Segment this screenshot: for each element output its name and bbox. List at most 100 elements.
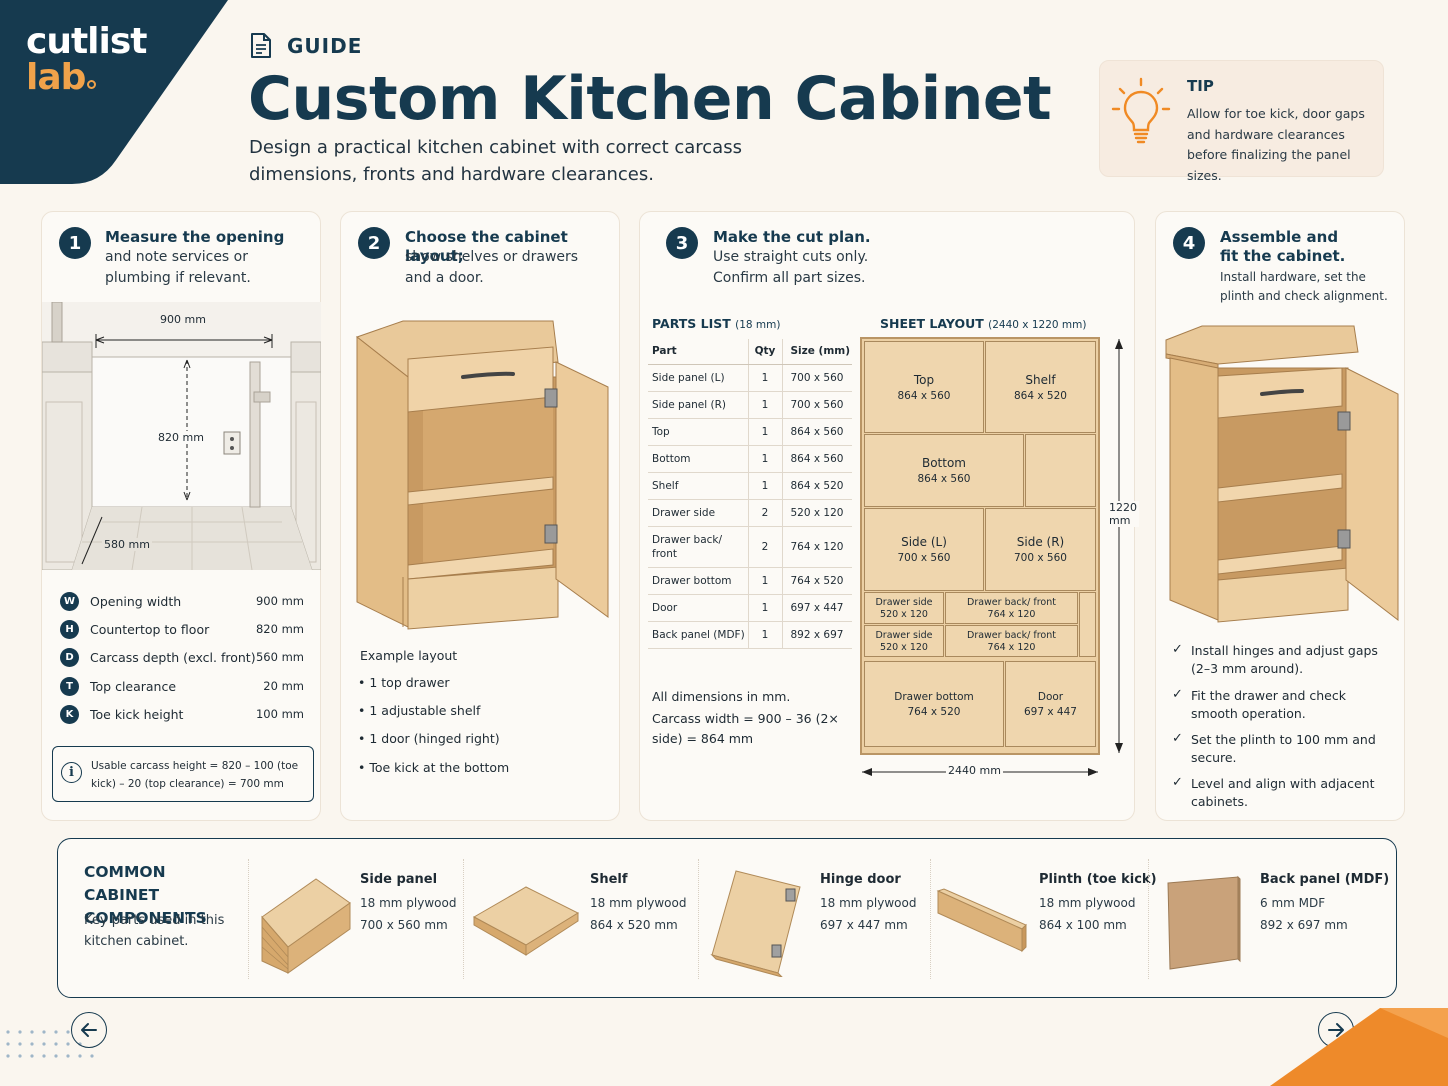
dimensions-note: All dimensions in mm. [652,689,791,704]
component-size: 864 x 100 mm [1039,918,1127,932]
info-icon: i [61,762,82,783]
logo-dot [87,80,97,89]
logo-line-2: lab [26,57,86,98]
divider [248,859,249,979]
spec-badge: D [60,647,79,667]
step-number: 1 [59,227,91,259]
divider [1148,859,1149,979]
step-number: 2 [358,227,390,259]
components-description: Key parts used in this kitchen cabinet. [84,913,225,949]
example-layout-item: • 1 door (hinged right) [358,731,500,746]
tip-box: TIP Allow for toe kick, door gaps and ha… [1099,60,1384,183]
step-subtitle: Install hardware, set the plinth and che… [1220,270,1388,303]
sheet-piece-side-l: Side (L)700 x 560 [864,508,984,591]
spec-badge: T [60,676,79,696]
spec-badge: K [60,704,79,724]
page-subtitle: Design a practical kitchen cabinet with … [249,137,742,185]
cabinet-layout-illustration [355,320,609,630]
page-title: Custom Kitchen Cabinet [248,64,1052,134]
spec-value: 900 mm [255,594,304,608]
sheet-offcut [1079,592,1096,657]
side-panel-image [261,878,351,974]
component-material: 18 mm plywood [590,896,687,910]
previous-button[interactable] [71,1012,107,1048]
table-header-row: Part Qty Size (mm) [648,339,852,365]
step-card-1: 1 Measure the opening and note services … [41,211,321,821]
spec-row: D Carcass depth (excl. front) 560 mm [60,646,304,668]
step-subtitle: Use straight cuts only. Confirm all part… [713,249,869,286]
spec-row: T Top clearance 20 mm [60,675,304,697]
example-layout-item: • Toe kick at the bottom [358,760,510,775]
tip-title: TIP [1187,77,1214,95]
checklist-item: ✓Set the plinth to 100 mm and secure. [1172,731,1376,765]
usable-height-text: Usable carcass height = 820 – 100 (toe k… [91,760,299,790]
check-icon: ✓ [1172,775,1183,790]
brand-logo[interactable]: cutlist lab [26,24,147,102]
opening-illustration [42,302,321,570]
step-card-4: 4 Assemble and fit the cabinet. Install … [1155,211,1405,821]
arrow-left-icon [81,1023,97,1037]
checklist-item: ✓Install hinges and adjust gaps (2–3 mm … [1172,642,1378,676]
components-title: COMMON CABINET COMPONENTS [84,863,207,927]
spec-label: Opening width [90,593,182,609]
component-name: Side panel [360,872,438,887]
divider [698,859,699,979]
components-panel: COMMON CABINET COMPONENTS Key parts used… [57,838,1397,998]
spec-label: Countertop to floor [90,621,210,637]
spec-label: Toe kick height [90,706,184,722]
column-header: Qty [747,339,782,365]
component-size: 697 x 447 mm [820,918,908,932]
spec-label: Carcass depth (excl. front) [90,649,256,665]
plinth-image [936,888,1027,953]
back-panel-image [1167,875,1241,970]
step-subtitle: and note services or plumbing if relevan… [105,249,251,286]
check-icon: ✓ [1172,687,1183,702]
step-title: Choose the cabinet layout; [405,228,568,265]
hinge-door-image [710,870,801,977]
component-material: 18 mm plywood [1039,896,1136,910]
example-layout-item: • 1 top drawer [358,675,450,690]
parts-list-heading: PARTS LIST (18 mm) [652,316,781,331]
shelf-image [472,886,580,956]
component-size: 892 x 697 mm [1260,918,1348,932]
component-material: 18 mm plywood [360,896,457,910]
step-title: Measure the opening [105,228,285,246]
spec-label: Top clearance [90,678,177,694]
spec-value: 560 mm [255,650,304,664]
component-size: 864 x 520 mm [590,918,678,932]
sheet-height-dimension [1115,339,1123,753]
column-header: Size (mm) [781,339,852,365]
step-subtitle: show shelves or drawers and a door. [405,249,579,286]
spec-row: H Countertop to floor 820 mm [60,618,304,640]
logo-background [0,0,228,184]
opening-depth-label: 580 mm [102,538,152,551]
step-title: Make the cut plan. [713,228,871,246]
check-icon: ✓ [1172,642,1183,657]
spec-value: 820 mm [255,622,304,636]
check-icon: ✓ [1172,731,1183,746]
spec-row: K Toe kick height 100 mm [60,703,304,725]
step-number: 4 [1173,227,1205,259]
sheet-layout-heading: SHEET LAYOUT (2440 x 1220 mm) [880,316,1087,331]
component-name: Back panel (MDF) [1260,872,1390,887]
section-label-row: GUIDE [249,32,362,59]
spec-value: 100 mm [255,707,304,721]
arrow-right-icon [1328,1023,1344,1037]
